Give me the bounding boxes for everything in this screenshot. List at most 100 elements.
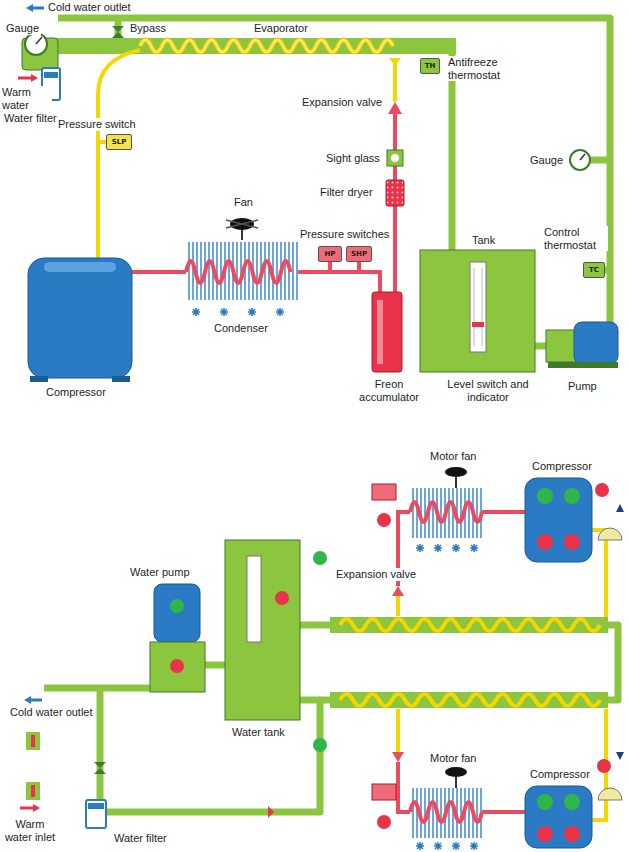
- air-flow-star: [452, 842, 460, 850]
- compressor: [525, 478, 624, 562]
- gauge: [580, 154, 585, 160]
- status-light: [313, 551, 327, 752]
- compressor: [564, 794, 580, 810]
- part-label: Condenser: [212, 322, 270, 335]
- refrigerant-line: [396, 709, 400, 752]
- motor-fan: [445, 767, 467, 777]
- evaporator: [56, 38, 456, 54]
- condenser: [410, 788, 482, 850]
- bypass-valve: [94, 768, 106, 774]
- part-label: Pressure switches: [298, 228, 391, 241]
- discharge-line: [132, 110, 395, 292]
- pump: [546, 330, 576, 362]
- node-text: SHP: [351, 250, 367, 258]
- inlet-gauge: [36, 37, 42, 44]
- inlet-gauge: [22, 33, 58, 70]
- sight-glass: [387, 150, 403, 166]
- compressor: [616, 752, 624, 760]
- outlet-label: Cold water outlet: [46, 1, 133, 14]
- water-pump: [170, 659, 184, 673]
- inlet-gauge: [25, 33, 47, 55]
- condenser: [410, 788, 482, 838]
- water-filter: [88, 803, 104, 809]
- discharge-line: [132, 270, 186, 274]
- compressor: [616, 504, 624, 512]
- refrigerant-line: [482, 810, 525, 814]
- part-label: Filter dryer: [318, 186, 375, 199]
- inlet-arrow: [18, 77, 32, 80]
- gauge: [570, 150, 590, 170]
- compressor: [597, 759, 611, 773]
- filter-dryer: [386, 180, 404, 206]
- pressure-switch: [372, 784, 396, 800]
- water-pipe: [97, 688, 104, 812]
- filter-dryer: [386, 180, 404, 206]
- inlet-arrow: [20, 804, 40, 812]
- sight-glass: [391, 154, 399, 162]
- part-label: Bypass: [128, 22, 168, 35]
- compressor: [525, 752, 624, 848]
- condenser: [186, 261, 291, 283]
- compressor: [537, 488, 553, 504]
- part-label: Expansion valve: [300, 96, 384, 109]
- refrigerant-line: [398, 762, 410, 812]
- status-light: [313, 551, 327, 565]
- thermometer: [31, 735, 35, 747]
- water-pipe: [300, 697, 320, 704]
- condenser: [186, 242, 298, 300]
- bypass-valve: [112, 26, 124, 32]
- compressor: [30, 376, 48, 382]
- air-flow-star: [416, 544, 424, 552]
- pressure-switch: SLP: [106, 134, 132, 150]
- air-flow-star: [276, 308, 284, 316]
- part-label: Evaporator: [252, 22, 310, 35]
- evaporator: [140, 40, 393, 52]
- gauge: [570, 150, 590, 170]
- air-flow-star: [434, 544, 442, 552]
- status-light: [377, 513, 391, 527]
- outlet-arrow: [26, 4, 33, 12]
- discharge-line: [357, 262, 361, 272]
- air-flow-star: [434, 842, 442, 850]
- bypass-valve: [268, 806, 274, 818]
- inlet-arrow: [18, 74, 38, 82]
- sight-glass: [387, 150, 403, 166]
- part-label: Control thermostat: [542, 226, 608, 251]
- part-label: Gauge: [4, 22, 41, 35]
- compressor: [564, 534, 580, 550]
- refrigerant-line: [396, 596, 400, 616]
- discharge-line: [298, 272, 380, 292]
- condenser: [410, 488, 482, 538]
- outlet-arrow: [32, 7, 44, 10]
- part-label: Sight glass: [324, 152, 382, 165]
- tank: [472, 322, 484, 327]
- thermometer: [26, 782, 40, 800]
- water-pipe: [106, 625, 618, 812]
- part-label: Water pump: [128, 566, 192, 579]
- inlet-label: Warm water inlet: [2, 818, 58, 843]
- freon-accumulator: [372, 292, 402, 372]
- inlet-arrow: [33, 804, 40, 812]
- water-pipe: [590, 157, 610, 164]
- pressure-switch: HP: [318, 246, 342, 262]
- bypass-valve: [112, 26, 124, 38]
- expansion-arrow-down: [389, 58, 401, 66]
- water-filter: [86, 800, 106, 828]
- condenser: [416, 842, 478, 850]
- suction-line: [98, 140, 106, 144]
- suction-line: [98, 50, 140, 258]
- compressor: [564, 826, 580, 842]
- bypass-valve: [94, 762, 106, 774]
- compressor: [595, 483, 609, 497]
- fan: [226, 218, 258, 240]
- part-label: Water tank: [230, 726, 287, 739]
- discharge-line: [328, 262, 332, 272]
- part-label: Water filter: [112, 832, 169, 845]
- outlet-arrow: [26, 4, 44, 12]
- compressor: [112, 376, 130, 382]
- expansion-valve: [392, 752, 404, 762]
- part-label: Fan: [232, 196, 255, 209]
- thermometer: [26, 782, 40, 800]
- water-pump: [150, 642, 205, 692]
- condenser: [186, 242, 298, 316]
